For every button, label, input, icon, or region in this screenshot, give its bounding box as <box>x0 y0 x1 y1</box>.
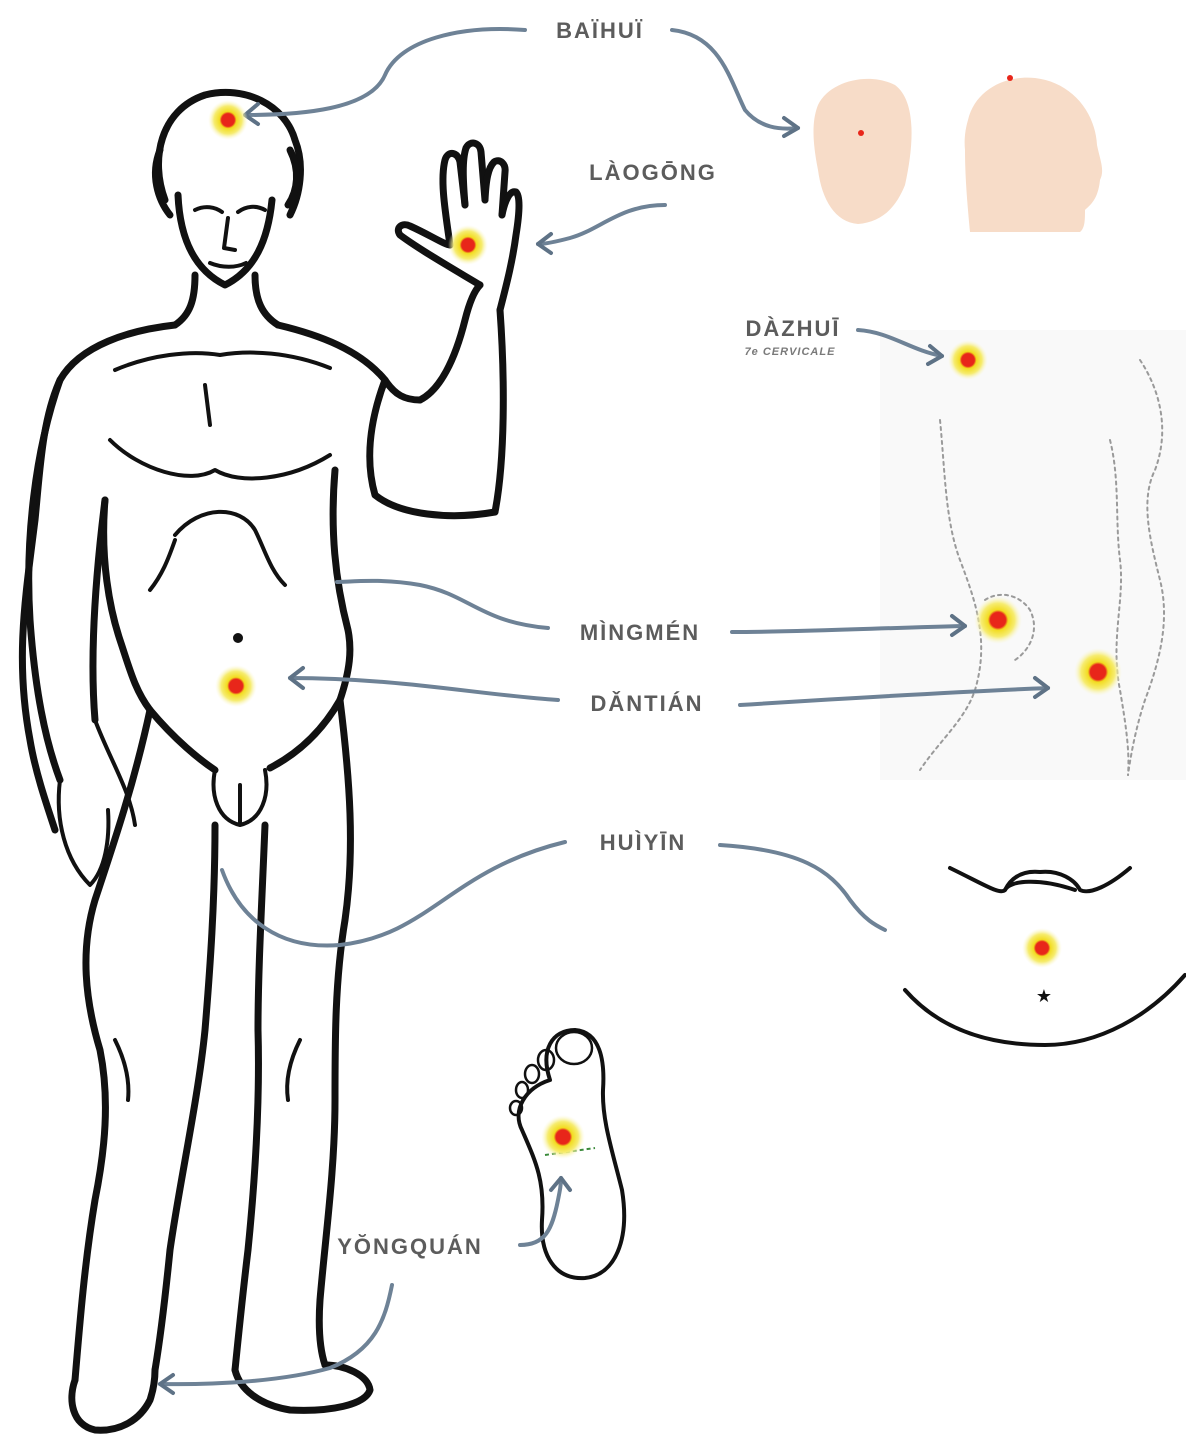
body-figure <box>22 92 519 1430</box>
yongquan-label: YŎNGQUÁN <box>337 1234 483 1259</box>
laogong-label: LÀOGŌNG <box>589 160 717 185</box>
back-sketch-figure <box>880 330 1186 780</box>
dantian-marker-side <box>1074 648 1122 696</box>
acupoint-labels: BAÏHUÏ LÀOGŌNG DÀZHUĪ 7e CERVICALE MÌNGM… <box>337 18 840 1259</box>
anus-marker: ★ <box>1036 986 1052 1007</box>
baihui-marker <box>208 100 248 140</box>
dazhui-marker <box>948 340 988 380</box>
dazhui-sublabel: 7e CERVICALE <box>745 346 836 358</box>
huiyin-marker <box>1022 928 1062 968</box>
laogong-marker <box>448 225 488 265</box>
dantian-marker-front <box>215 665 257 707</box>
mingmen-label: MÌNGMÉN <box>580 620 700 645</box>
dazhui-label: DÀZHUĪ <box>745 316 840 341</box>
yongquan-marker <box>541 1115 585 1159</box>
dantian-label: DǍNTIÁN <box>591 691 704 716</box>
mingmen-marker <box>974 596 1022 644</box>
huiyin-label: HUÌYĪN <box>600 830 687 855</box>
baihui-label: BAÏHUÏ <box>556 18 644 43</box>
head-detail-figure <box>814 75 1103 232</box>
